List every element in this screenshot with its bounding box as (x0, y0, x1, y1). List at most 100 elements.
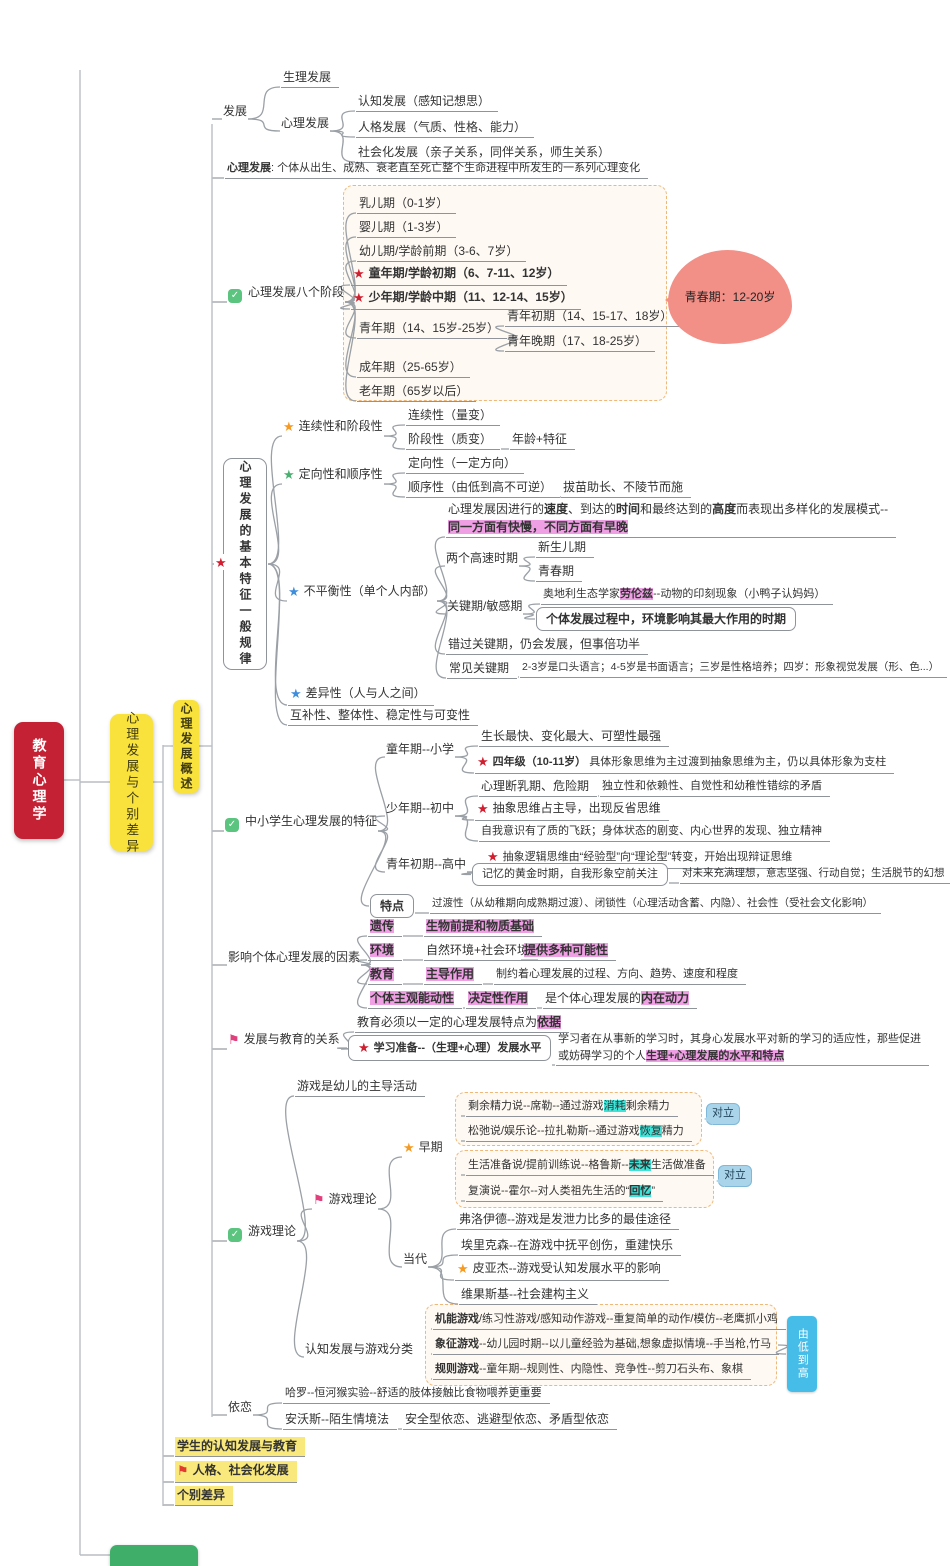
detail-item[interactable]: 年龄+特征 (510, 430, 576, 450)
detail-item[interactable]: 哈罗--恒河猴实验--舒适的肢体接触比食物喂养更重要 (283, 1385, 550, 1404)
section-overview-node[interactable]: 心理发展概述 (173, 700, 199, 793)
detail-item[interactable]: 心理发展因进行的速度、到达的时间和最终达到的高度而表现出多样化的发展模式--同一… (446, 500, 897, 538)
low-to-high-scale[interactable]: 由低到高 (787, 1316, 817, 1392)
theory-item[interactable]: ★皮亚杰--游戏受认知发展水平的影响 (455, 1259, 669, 1281)
branch-psych-development[interactable]: 心理发展 (281, 114, 329, 132)
stage-item[interactable]: 乳儿期（0-1岁） (357, 194, 457, 214)
detail-item[interactable]: ★四年级（10-11岁） 具体形象思维为主过渡到抽象思维为主，仍以具体形象为支柱 (475, 752, 895, 774)
factor-item[interactable]: 个体主观能动性 (368, 989, 463, 1009)
branch-individual-differences[interactable]: 个别差异 (175, 1486, 234, 1506)
detail-item[interactable]: 心理断乳期、危险期 (479, 777, 598, 797)
branch-development[interactable]: 发展 (223, 102, 247, 120)
detail-item[interactable]: 安沃斯--陌生情境法 (283, 1410, 397, 1430)
detail-item[interactable]: 自我意识有了质的飞跃；身体状态的剧变、内心世界的发现、独立精神 (479, 823, 830, 842)
factor-item[interactable]: 提供多种可能性 (522, 941, 617, 961)
feature-direction-order[interactable]: ★定向性和顺序性 (283, 465, 383, 485)
factor-item[interactable]: 生物前提和物质基础 (424, 917, 543, 937)
theory-item[interactable]: 生活准备说/提前训练说--格鲁斯--未来生活做准备 (466, 1157, 714, 1176)
branch-eight-stages[interactable]: ✓心理发展八个阶段 (228, 283, 344, 303)
branch-early-theories[interactable]: ★早期 (403, 1138, 443, 1158)
detail-item[interactable]: 两个高速时期 (446, 549, 518, 567)
root-node[interactable]: 教育心理学 (14, 722, 64, 839)
stage-item[interactable]: 青年晚期（17、18-25岁） (505, 332, 656, 352)
branch-high-school[interactable]: 青年初期--高中 (386, 855, 466, 873)
theory-item[interactable]: 维果斯基--社会建构主义 (459, 1285, 597, 1305)
branch-attachment[interactable]: 依恋 (228, 1398, 252, 1416)
factor-item[interactable]: 自然环境+社会环境 (424, 941, 538, 961)
stage-item[interactable]: ★童年期/学龄初期（6、7-11、12岁） (351, 264, 568, 286)
branch-student-stages[interactable]: ✓中小学生心理发展的特征 (225, 812, 377, 832)
stage-item[interactable]: 老年期（65岁以后） (357, 382, 477, 402)
traits-label[interactable]: 特点 (370, 894, 415, 918)
detail-item[interactable]: 独立性和依赖性、自觉性和幼稚性错综的矛盾 (600, 778, 830, 797)
detail-item[interactable]: 错过关键期，仍会发展，但事倍功半 (446, 635, 649, 655)
factor-item[interactable]: 是个体心理发展的内在动力 (543, 989, 698, 1009)
factor-item[interactable]: 决定性作用 (466, 989, 537, 1009)
stage-item[interactable]: 青年初期（14、15-17、18岁） (505, 307, 681, 327)
detail-item[interactable]: 生长最快、变化最大、可塑性最强 (479, 727, 670, 747)
detail-item[interactable]: 过渡性（从幼稚期向成熟期过渡）、闭锁性（心理活动含蓄、内隐）、社会性（受社会文化… (430, 896, 881, 914)
detail-item[interactable]: 阶段性（质变） (406, 430, 501, 450)
detail-item[interactable]: 青春期 (536, 562, 583, 582)
detail-item[interactable]: 2-3岁是口头语言；4-5岁是书面语言；三岁是性格培养；四岁：形象视觉发展（形、… (520, 660, 948, 678)
branch-cognitive-dev-education[interactable]: 学生的认知发展与教育 (175, 1437, 306, 1457)
branch-game-classification[interactable]: 认知发展与游戏分类 (305, 1340, 413, 1358)
detail-item[interactable]: ★抽象思维占主导，出现反省思维 (475, 799, 669, 821)
branch-basic-features[interactable]: 心理发展的基本特征一般规律 (223, 458, 267, 670)
stage-item[interactable]: 幼儿期/学龄前期（3-6、7岁） (357, 242, 527, 262)
detail-item[interactable]: 顺序性（由低到高不可逆） (406, 478, 561, 498)
theory-item[interactable]: 松弛说/娱乐论--拉扎勒斯--通过游戏恢复精力 (466, 1123, 692, 1142)
detail-item[interactable]: 奥地利生态学家劳伦兹--动物的印刻现象（小鸭子认妈妈） (541, 586, 834, 605)
theory-item[interactable]: 复演说--霍尔--对人类祖先生活的“回忆” (466, 1183, 663, 1202)
detail-item[interactable]: 记忆的黄金时期，自我形象空前关注 (472, 863, 668, 886)
branch-primary-school[interactable]: 童年期--小学 (386, 740, 454, 758)
collapsed-chapter-node[interactable] (110, 1545, 198, 1566)
factor-item[interactable]: 主导作用 (424, 965, 483, 985)
detail-item[interactable]: 拔苗助长、不陵节而施 (561, 478, 692, 498)
branch-middle-school[interactable]: 少年期--初中 (386, 799, 454, 817)
stage-item[interactable]: 青年期（14、15岁-25岁） (357, 319, 508, 339)
def-psych-development[interactable]: 心理发展: 个体从出生、成熟、衰老直至死亡整个生命进程中所发生的一系列心理变化 (225, 160, 649, 179)
branch-modern-theories[interactable]: 当代 (403, 1250, 427, 1268)
detail-item[interactable]: 游戏是幼儿的主导活动 (295, 1077, 426, 1097)
opposition-callout[interactable]: 对立 (716, 1165, 752, 1187)
detail-item[interactable]: 学习者在从事新的学习时，其身心发展水平对新的学习的适应性，那些促进或妨碍学习的个… (556, 1031, 929, 1066)
factor-item[interactable]: 教育 (368, 965, 403, 985)
leaf-socialization-development[interactable]: 社会化发展（亲子关系，同伴关系，师生关系） (356, 143, 619, 163)
detail-item[interactable]: 对未来充满理想，意志坚强、行动自觉；生活脱节的幻想 (680, 866, 950, 884)
leaf-physical-development[interactable]: 生理发展 (281, 68, 340, 88)
detail-item[interactable]: 定向性（一定方向） (406, 454, 525, 474)
branch-influence-factors[interactable]: 影响个体心理发展的因素 (228, 948, 360, 966)
chapter-node[interactable]: 心理发展与个别差异 (110, 711, 153, 855)
detail-item[interactable]: 关键期/敏感期 (447, 597, 522, 615)
stage-item[interactable]: 成年期（25-65岁） (357, 358, 470, 378)
factor-item[interactable]: 制约着心理发展的过程、方向、趋势、速度和程度 (494, 966, 746, 985)
detail-item[interactable]: 教育必须以一定的心理发展特点为依据 (355, 1013, 570, 1033)
feature-imbalance[interactable]: ★不平衡性（单个人内部） (288, 582, 436, 602)
game-type-item[interactable]: 机能游戏/练习性游戏/感知动作游戏--重复简单的动作/模仿--老鹰抓小鸡 (433, 1311, 786, 1330)
game-type-item[interactable]: 规则游戏--童年期--规则性、内隐性、竞争性--剪刀石头布、象棋 (433, 1361, 751, 1380)
theory-item[interactable]: 埃里克森--在游戏中抚平创伤，重建快乐 (459, 1236, 681, 1256)
opposition-callout[interactable]: 对立 (704, 1103, 740, 1125)
sub-branch-game-theories[interactable]: ⚑游戏理论 (313, 1190, 377, 1210)
detail-item[interactable]: 连续性（量变） (406, 406, 501, 426)
leaf-cognitive-development[interactable]: 认知发展（感知记想思） (356, 92, 499, 112)
detail-item[interactable]: 个体发展过程中，环境影响其最大作用的时期 (536, 607, 797, 631)
detail-item[interactable]: 常见关键期 (447, 659, 518, 679)
learning-readiness-box[interactable]: ★学习准备--（生理+心理）发展水平 (348, 1035, 552, 1061)
theory-item[interactable]: 剩余精力说--席勒--通过游戏消耗剩余精力 (466, 1098, 678, 1117)
detail-item[interactable]: 新生儿期 (536, 538, 595, 558)
branch-development-education[interactable]: ⚑发展与教育的关系 (228, 1030, 340, 1050)
leaf-personality-development[interactable]: 人格发展（气质、性格、能力） (356, 118, 535, 138)
branch-game-theory[interactable]: ✓游戏理论 (228, 1222, 296, 1242)
factor-item[interactable]: 遗传 (368, 917, 403, 937)
factor-item[interactable]: 环境 (368, 941, 403, 961)
feature-continuity-stage[interactable]: ★连续性和阶段性 (283, 417, 383, 437)
puberty-cloud[interactable]: 青春期：12-20岁 (665, 250, 792, 344)
theory-item[interactable]: 弗洛伊德--游戏是发泄力比多的最佳途径 (457, 1210, 679, 1230)
stage-item[interactable]: ★少年期/学龄中期（11、12-14、15岁） (351, 288, 581, 310)
stage-item[interactable]: 婴儿期（1-3岁） (357, 218, 457, 238)
feature-difference[interactable]: ★差异性（人与人之间） (288, 684, 434, 706)
detail-item[interactable]: 安全型依恋、逃避型依恋、矛盾型依恋 (403, 1410, 618, 1430)
branch-personality-socialization[interactable]: ⚑人格、社会化发展 (175, 1461, 297, 1483)
